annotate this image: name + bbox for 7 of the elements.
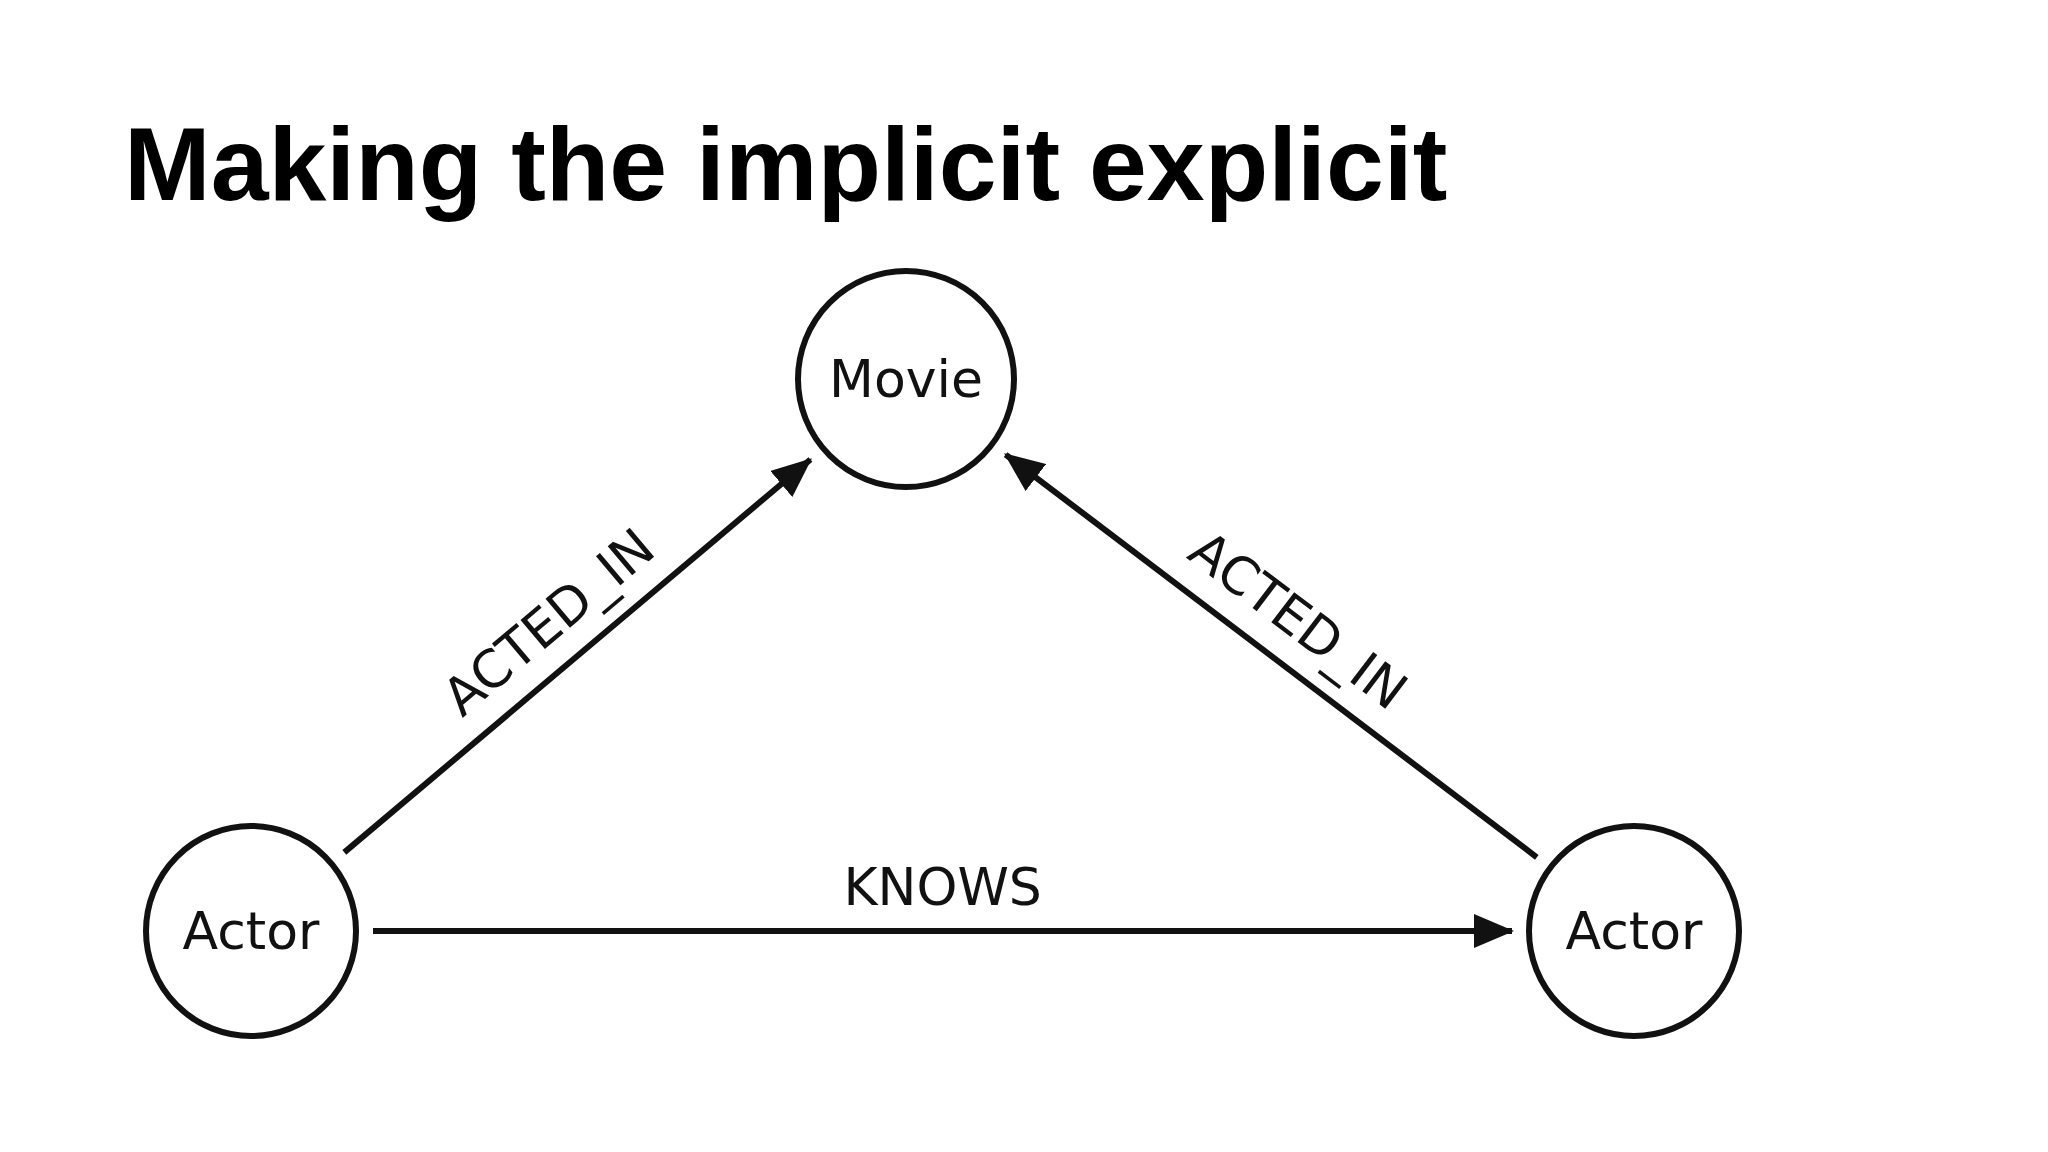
node-label: Actor bbox=[1565, 901, 1703, 961]
node-label: Movie bbox=[829, 349, 983, 409]
arrow bbox=[373, 914, 1514, 948]
node-label: Actor bbox=[182, 901, 320, 961]
arrow bbox=[1003, 452, 1539, 860]
arrow bbox=[342, 457, 813, 855]
title: Making the implicit explicit bbox=[124, 105, 1448, 224]
